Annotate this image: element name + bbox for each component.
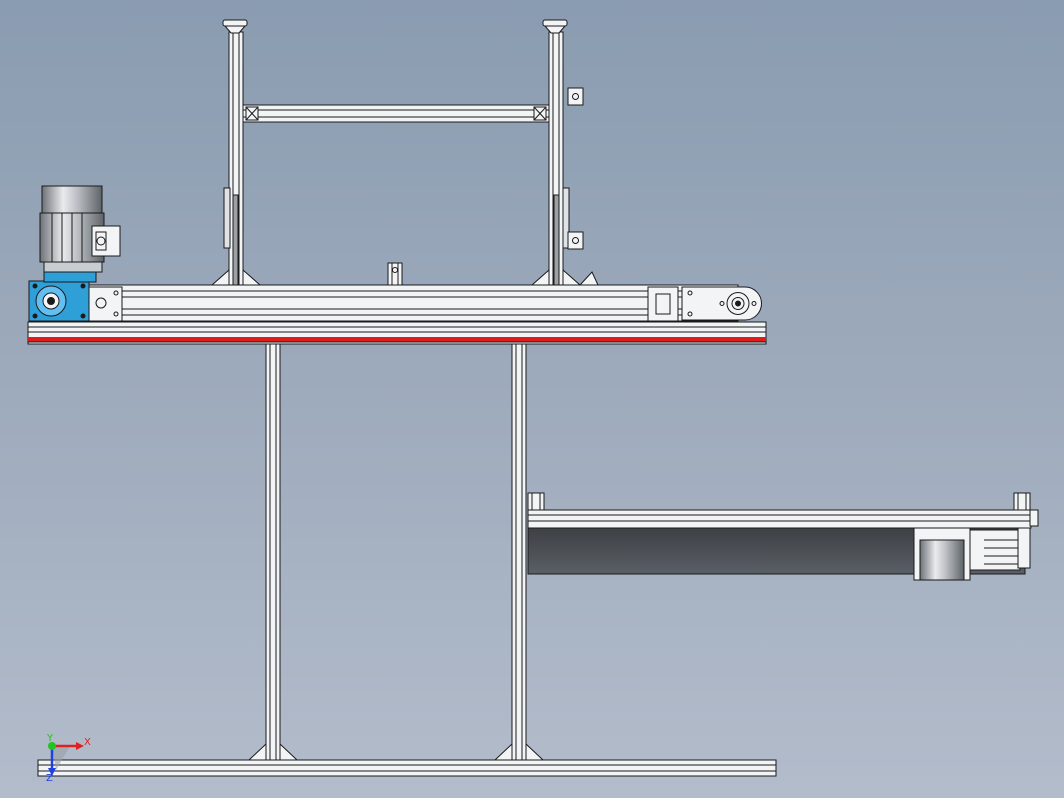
- tail-pulley-assembly: [647, 286, 762, 322]
- x-axis-label: X: [84, 737, 91, 748]
- upper-conveyor-frame: [87, 284, 739, 322]
- z-axis-label: Z: [46, 773, 53, 784]
- base-beam: [37, 759, 777, 777]
- center-sensor-bracket: [387, 262, 403, 286]
- gear-motor: [39, 185, 121, 273]
- right-leveling-foot: [542, 19, 568, 34]
- gearbox: [28, 271, 97, 322]
- main-crossbeam: [27, 321, 767, 345]
- y-axis-label: Y: [46, 733, 54, 744]
- right-support-leg: [493, 343, 545, 761]
- triad-plane-icon: [52, 746, 70, 770]
- left-upper-post: [223, 31, 244, 323]
- upper-crossbar: [242, 104, 550, 123]
- y-axis-dot-icon: [48, 742, 56, 750]
- right-post-bracket-upper: [567, 87, 584, 106]
- left-leveling-foot: [222, 19, 248, 34]
- right-post-bracket-lower: [567, 231, 584, 250]
- lower-conveyor-motor: [913, 527, 1031, 581]
- right-post-gusset: [530, 268, 599, 286]
- left-support-leg: [247, 343, 299, 761]
- coordinate-triad: X Y Z: [46, 733, 91, 784]
